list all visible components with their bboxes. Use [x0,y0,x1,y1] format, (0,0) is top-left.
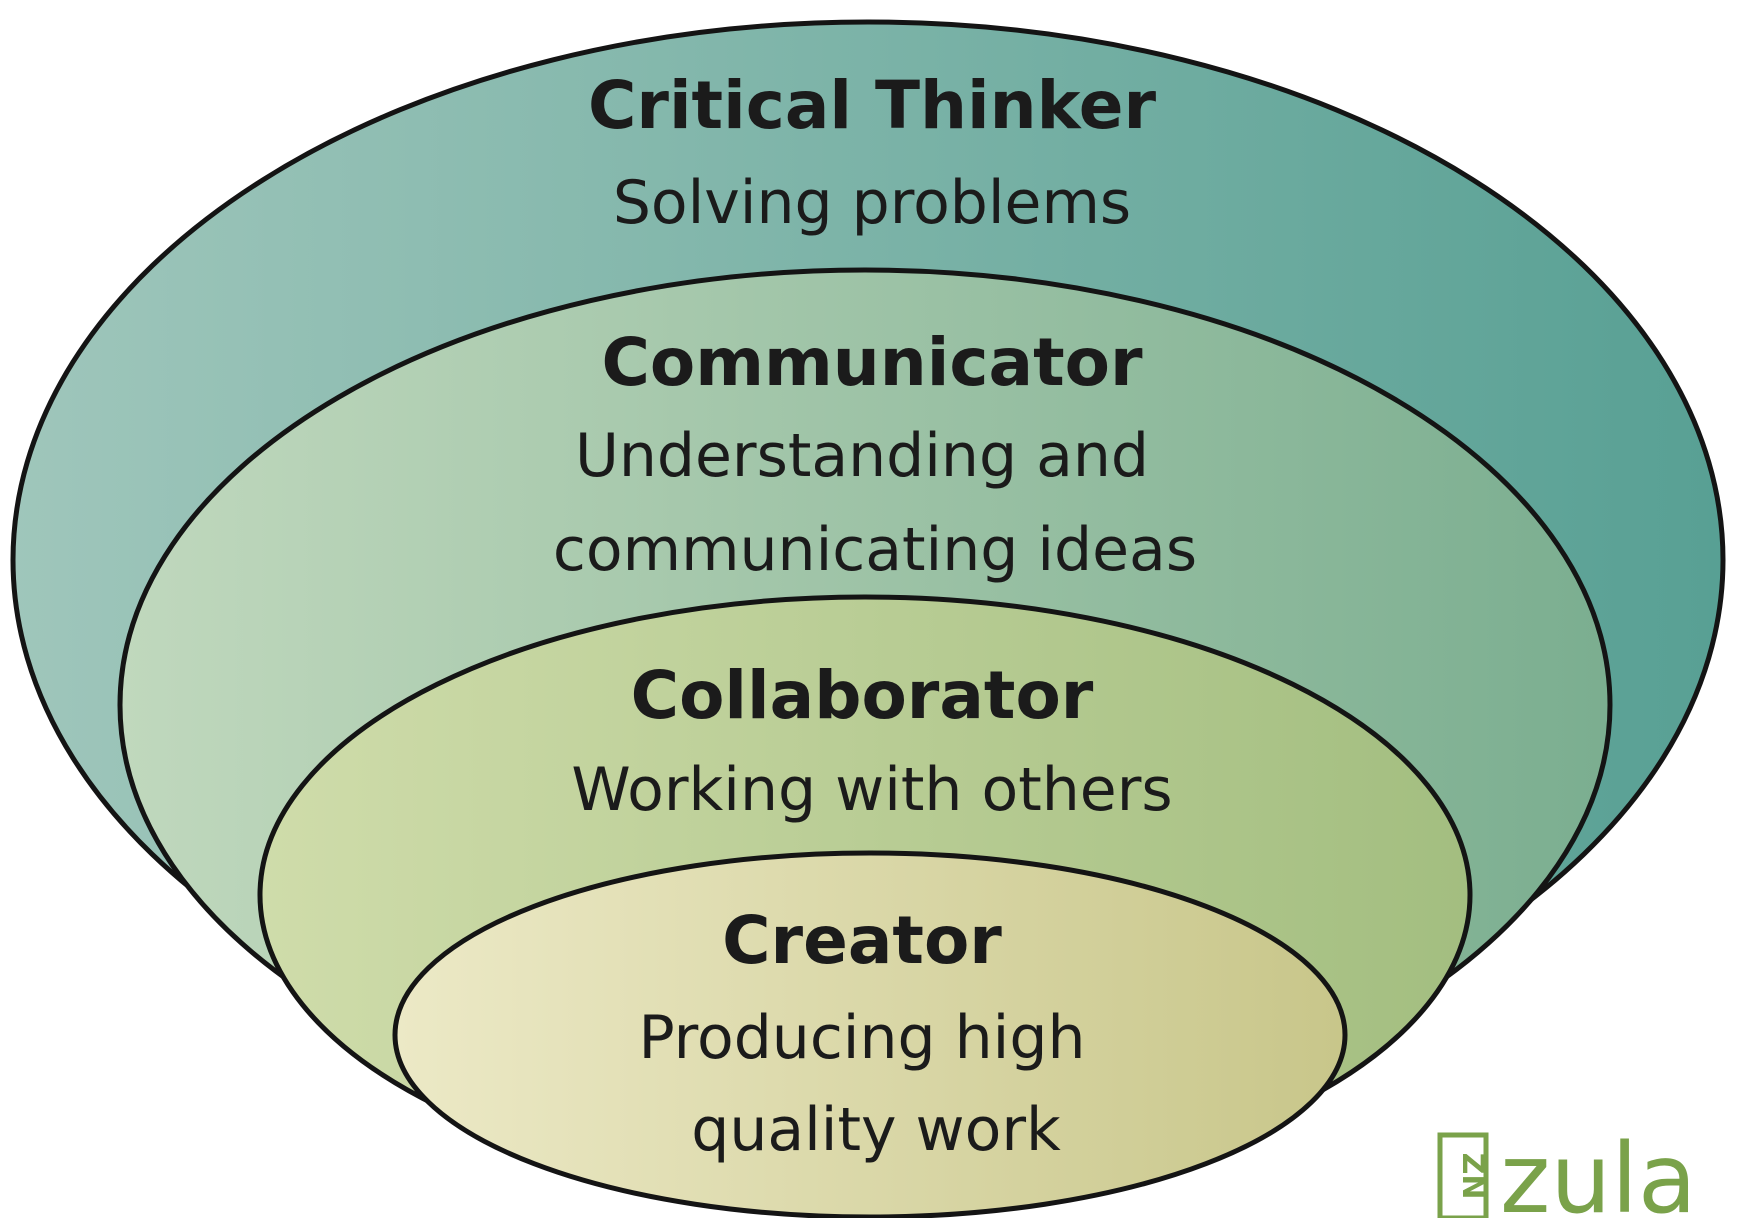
collaborator-title: Collaborator [631,657,1094,734]
creator-description-line-1: Producing high [639,1003,1086,1073]
creator-description-line-2: quality work [691,1095,1061,1165]
critical-thinker-description: Solving problems [613,168,1131,238]
communicator-description-line-1: Understanding and [575,421,1149,491]
collaborator-description: Working with others [571,755,1172,825]
creator-title: Creator [722,902,1002,979]
logo-badge-text: ZN [1455,1153,1490,1200]
communicator-title: Communicator [601,324,1142,401]
logo-badge-icon [1437,1132,1489,1218]
communicator-description-line-2: communicating ideas [553,515,1197,585]
critical-thinker-title: Critical Thinker [588,67,1157,144]
zula-logo: ZN zula [1437,1123,1697,1218]
logo-wordmark: zula [1500,1123,1697,1218]
creator-ellipse [392,850,1348,1218]
